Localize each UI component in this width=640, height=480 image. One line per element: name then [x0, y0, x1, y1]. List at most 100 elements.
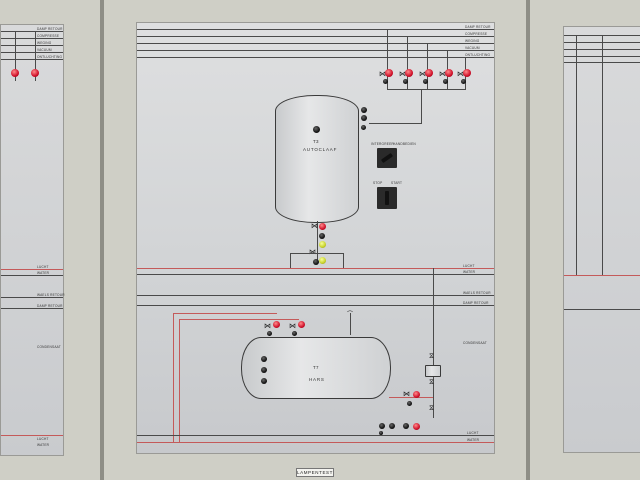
- drop-2: [407, 36, 408, 89]
- header-button-5[interactable]: [461, 79, 466, 84]
- pipe-right-vertical: [433, 268, 434, 418]
- pipe-line-3: [137, 295, 494, 296]
- left-lower-3: WAELS RETOUR: [37, 293, 65, 297]
- start-stop-switch[interactable]: [377, 187, 397, 209]
- right-line-label-6: LUCHT: [467, 431, 479, 435]
- tank-inlet-button-2[interactable]: [292, 331, 297, 336]
- tank-inlet-valve-1: ⋈: [264, 323, 271, 330]
- header-line-2-label: COMPRESSE: [465, 32, 488, 36]
- header-lamp-2[interactable]: [405, 69, 413, 77]
- header-line-3-label: WEGING: [465, 39, 480, 43]
- header-line-5-label: ONTLUCHTING: [465, 53, 491, 57]
- vent-pipe-cap: ⌒: [347, 312, 354, 318]
- condensate-trap: [425, 365, 441, 377]
- left-line-4: [1, 52, 63, 53]
- header-line-4-label: VACUUM: [465, 46, 480, 50]
- tank-name: HARS: [309, 377, 325, 382]
- bottom-button-1[interactable]: [379, 431, 383, 435]
- outlet-button[interactable]: [319, 233, 325, 239]
- left-lower-5: CONDENSAAT: [37, 345, 61, 349]
- left-line-2: [1, 38, 63, 39]
- autoclave-side-lamp-3[interactable]: [361, 125, 366, 130]
- header-button-3[interactable]: [423, 79, 428, 84]
- left-lamp-1: [11, 69, 19, 77]
- outlet-lamp-yellow-2[interactable]: [319, 257, 326, 264]
- right-line-label-3: WAELS RETOUR: [463, 291, 491, 295]
- outlet-valve-icon-2: ⋈: [309, 249, 316, 256]
- right-line-label-4: DAMP RETOUR: [463, 301, 489, 305]
- outlet-lamp-red[interactable]: [319, 223, 326, 230]
- header-lamp-3[interactable]: [425, 69, 433, 77]
- tank-inlet-valve-2: ⋈: [289, 323, 296, 330]
- tank-lamp-1[interactable]: [261, 356, 267, 362]
- tank-inlet-button-1[interactable]: [267, 331, 272, 336]
- valve-icon-3: ⋈: [419, 71, 426, 78]
- supply-red-1: [173, 313, 277, 314]
- left-line-5: [1, 59, 63, 60]
- bottom-lamp-red[interactable]: [413, 423, 420, 430]
- mode-selector-knob[interactable]: [380, 152, 394, 164]
- bottom-line-2: [137, 442, 494, 443]
- outlet-branch-left: [290, 253, 291, 269]
- tank-lamp-2[interactable]: [261, 367, 267, 373]
- drop-1: [387, 29, 388, 89]
- drop-3: [427, 43, 428, 89]
- header-button-4[interactable]: [443, 79, 448, 84]
- outlet-button-2[interactable]: [313, 259, 319, 265]
- right-pipe-red: [564, 275, 640, 276]
- pipe-line-2: [137, 274, 494, 275]
- right-lower-line: [564, 309, 640, 310]
- right-line-label-1: LUCHT: [463, 264, 475, 268]
- start-stop-knob[interactable]: [385, 191, 389, 205]
- header-lamp-4[interactable]: [445, 69, 453, 77]
- tank-lamp-3[interactable]: [261, 378, 267, 384]
- lamp-test-button[interactable]: LAMPENTEST: [296, 468, 334, 477]
- left-lamp-2: [31, 69, 39, 77]
- tank-inlet-lamp-2[interactable]: [298, 321, 305, 328]
- pipe-line-4: [137, 305, 494, 306]
- switch2-label-right: START: [391, 181, 403, 185]
- header-lamp-1[interactable]: [385, 69, 393, 77]
- tank-code: T7: [313, 365, 319, 370]
- left-lower-1: LUCHT: [37, 265, 49, 269]
- header-line-5: [137, 57, 494, 58]
- outlet-branch-right: [343, 253, 344, 269]
- tank-inlet-lamp-1[interactable]: [273, 321, 280, 328]
- header-button-2[interactable]: [403, 79, 408, 84]
- left-line-3: [1, 45, 63, 46]
- outlet-valve-icon: ⋈: [311, 223, 318, 230]
- condensate-valve-4: ⋈: [403, 391, 410, 398]
- left-lower-line-6: [1, 435, 63, 436]
- mode-selector-switch[interactable]: [377, 148, 397, 168]
- header-line-4: [137, 50, 494, 51]
- left-line-4-label: VACUUM: [37, 48, 52, 52]
- autoclave-side-lamp-2[interactable]: [361, 115, 367, 121]
- autoclave-code: T3: [313, 139, 319, 144]
- header-line-1: [137, 29, 494, 30]
- left-line-5-label: ONTLUCHTING: [37, 55, 63, 59]
- cabinet-seam-right: [526, 0, 530, 480]
- header-button-1[interactable]: [383, 79, 388, 84]
- header-lamp-5[interactable]: [463, 69, 471, 77]
- supply-red-2-v: [179, 319, 180, 443]
- condensate-lamp[interactable]: [413, 391, 420, 398]
- bottom-lamp-3[interactable]: [403, 423, 409, 429]
- left-line-3-label: WEGING: [37, 41, 52, 45]
- resin-tank: [241, 337, 391, 399]
- outlet-lamp-yellow-1[interactable]: [319, 241, 326, 248]
- right-line-label-5: CONDENSAAT: [463, 341, 487, 345]
- bottom-lamp-1[interactable]: [379, 423, 385, 429]
- right-line-label-2: WATER: [463, 270, 476, 274]
- switch1-label-left: INTERGREER: [371, 142, 394, 146]
- left-vline-1: [15, 31, 16, 81]
- autoclave-side-lamp-1[interactable]: [361, 107, 367, 113]
- left-line-2-label: COMPRESSE: [37, 34, 60, 38]
- left-lower-line-4: [1, 308, 63, 309]
- left-pipe-red: [1, 269, 63, 270]
- valve-icon-1: ⋈: [379, 71, 386, 78]
- collector-line: [387, 89, 466, 90]
- condensate-button[interactable]: [407, 401, 412, 406]
- switch2-label-left: STOP: [373, 181, 383, 185]
- right-vline-1: [576, 35, 577, 275]
- bottom-lamp-2[interactable]: [389, 423, 395, 429]
